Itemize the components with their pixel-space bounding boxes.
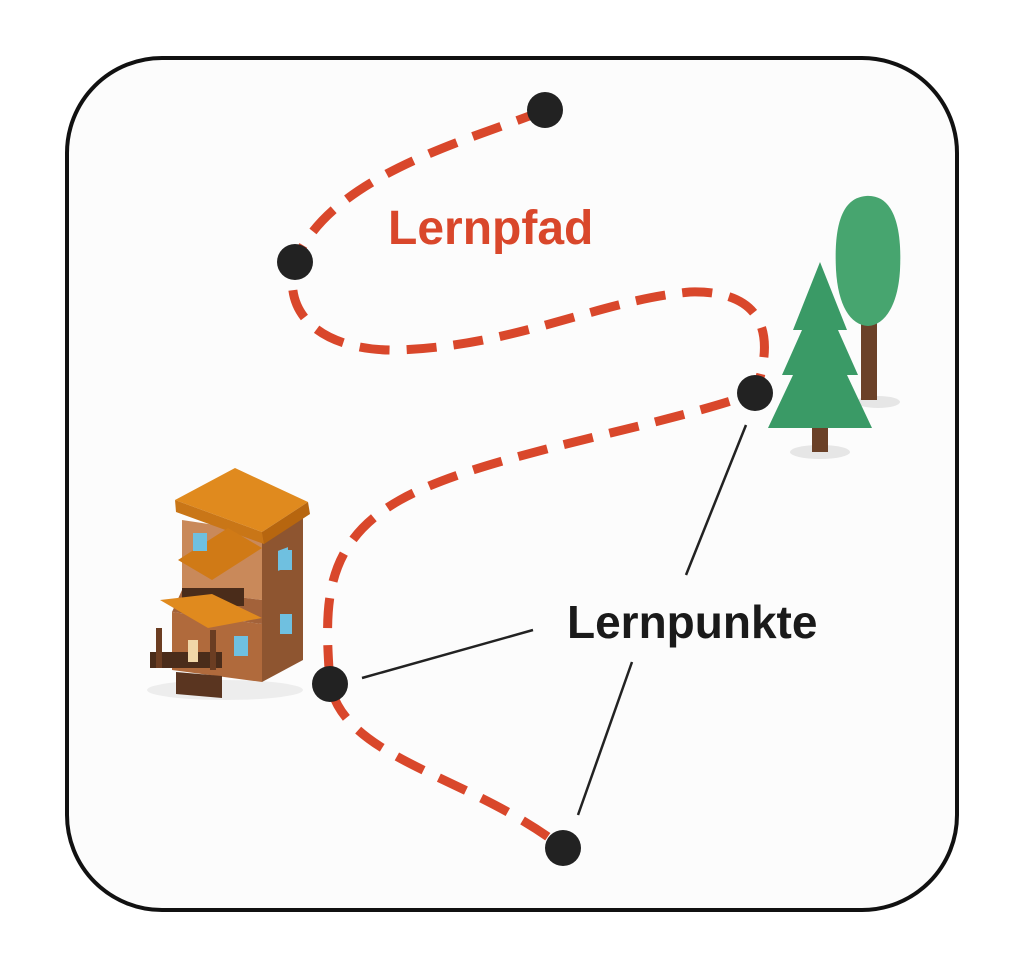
- learning-point: [737, 375, 773, 411]
- round-tree-icon: [835, 195, 901, 408]
- learning-point: [277, 244, 313, 280]
- frame: [65, 56, 959, 912]
- leader-line-to-point-3: [684, 424, 748, 576]
- learning-point: [527, 92, 563, 128]
- leader-line-to-point-4: [361, 628, 534, 680]
- leader-line-to-point-5: [576, 661, 634, 816]
- pine-tree-icon: [768, 262, 872, 459]
- path-label: Lernpfad: [388, 202, 593, 255]
- house-icon: [147, 468, 310, 700]
- learning-point: [545, 830, 581, 866]
- learning-point: [312, 666, 348, 702]
- points-label: Lernpunkte: [567, 596, 817, 648]
